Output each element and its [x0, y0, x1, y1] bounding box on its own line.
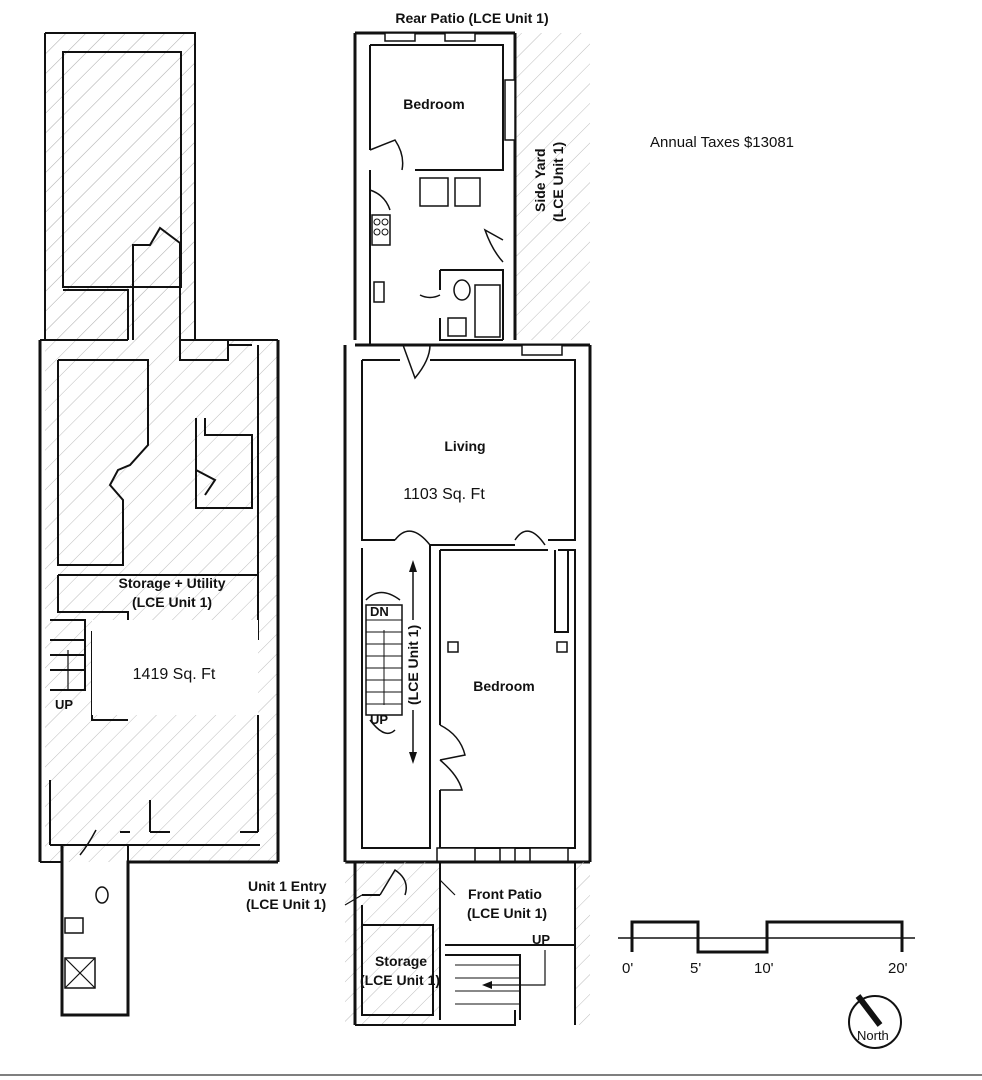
label-bedroom-front: Bedroom [473, 678, 535, 694]
label-area-basement: 1419 Sq. Ft [132, 666, 216, 683]
label-up-front: UP [532, 932, 551, 947]
scale-tick-5: 5' [690, 960, 702, 977]
label-dn: DN [370, 604, 389, 619]
label-unit1-entry-2: (LCE Unit 1) [246, 896, 327, 912]
label-storage-2: (LCE Unit 1) [359, 972, 441, 988]
label-up-basement: UP [55, 697, 74, 712]
side-yard-hatch [515, 33, 590, 340]
basement-hatch-rear-yard [45, 33, 195, 340]
parlor-plan [343, 31, 592, 1026]
annual-taxes: Annual Taxes $13081 [650, 134, 795, 151]
scale-bar [618, 920, 915, 954]
north-label: North [857, 1028, 889, 1043]
label-lce-stair: (LCE Unit 1) [405, 624, 421, 705]
label-bedroom-rear: Bedroom [403, 96, 465, 112]
scale-tick-0: 0' [622, 960, 634, 977]
north-arrow [848, 994, 902, 1049]
label-unit1-entry-1: Unit 1 Entry [248, 878, 327, 894]
basement-plan [38, 32, 280, 1017]
label-area-parlor: 1103 Sq. Ft [403, 486, 485, 503]
scale-tick-10: 10' [754, 960, 774, 977]
label-storage-utility-2: (LCE Unit 1) [131, 594, 213, 610]
label-front-patio-1: Front Patio [468, 886, 542, 902]
label-storage-1: Storage [374, 953, 428, 969]
label-up-parlor: UP [370, 712, 389, 727]
label-rear-patio: Rear Patio (LCE Unit 1) [395, 10, 549, 26]
label-front-patio-2: (LCE Unit 1) [466, 905, 548, 921]
label-side-yard-2: (LCE Unit 1) [550, 141, 566, 222]
label-living: Living [444, 438, 486, 454]
label-side-yard-1: Side Yard [532, 148, 548, 212]
label-storage-utility-1: Storage + Utility [118, 575, 226, 591]
front-hatch [345, 862, 440, 1025]
scale-tick-20: 20' [888, 960, 908, 977]
front-right-hatch [575, 862, 590, 1025]
